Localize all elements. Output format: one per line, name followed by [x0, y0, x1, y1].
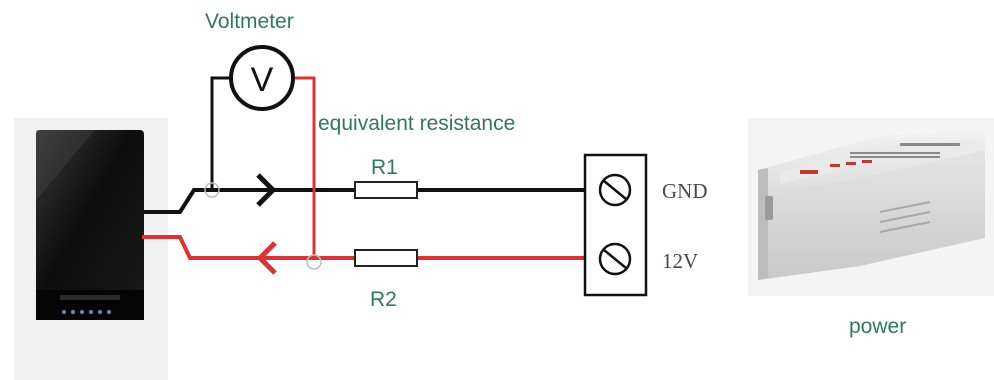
resistor-r2-icon	[354, 249, 418, 267]
equivalent-resistance-label: equivalent resistance	[318, 112, 515, 135]
gnd-label: GND	[662, 179, 708, 203]
12v-label: 12V	[662, 249, 698, 273]
voltmeter-label: Voltmeter	[205, 10, 294, 33]
reader-device-icon	[14, 118, 168, 380]
resistor-r1-icon	[354, 181, 418, 199]
voltmeter-icon: V	[229, 45, 295, 111]
probe-point-red	[306, 254, 322, 270]
screw-gnd-icon	[598, 173, 632, 207]
r2-label: R2	[370, 288, 397, 311]
probe-point-black	[204, 182, 220, 198]
voltmeter-leads	[210, 76, 316, 260]
r1-label: R1	[371, 156, 398, 179]
terminal-block-icon	[583, 153, 648, 297]
power-label: power	[849, 315, 906, 338]
screw-12v-icon	[598, 242, 632, 276]
power-supply-icon	[748, 118, 994, 296]
voltmeter-symbol: V	[251, 61, 274, 99]
